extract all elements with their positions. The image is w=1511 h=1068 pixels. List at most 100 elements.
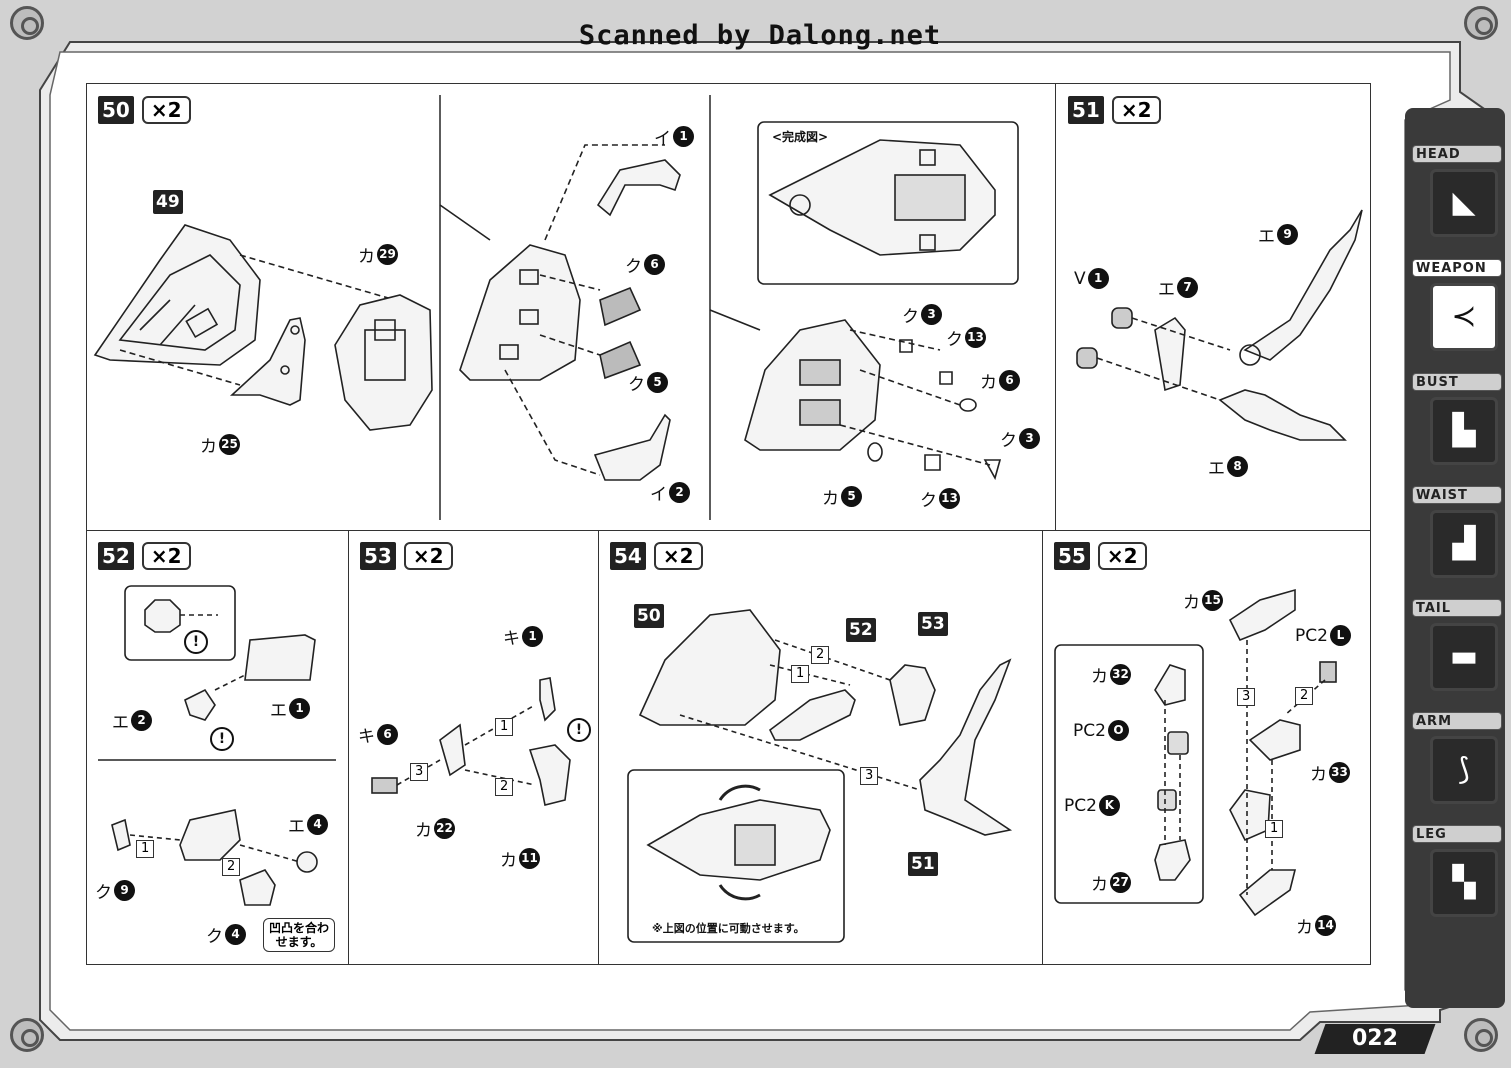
corner-ornament-tl	[10, 6, 44, 40]
nav-tab	[1412, 599, 1502, 617]
nav-item-tail[interactable]: TAIL ▬	[1408, 599, 1506, 705]
step-header-55: 55 ×2	[1054, 542, 1147, 570]
part-shell-middle	[459, 244, 581, 381]
nav-label: WEAPON	[1416, 261, 1487, 276]
movement-note: ※上図の位置に可動させます。	[652, 922, 805, 935]
nav-label: WAIST	[1416, 488, 1468, 503]
step-number: 55	[1054, 542, 1090, 570]
step-multiplier: ×2	[1097, 542, 1147, 570]
part-joint-7	[1154, 316, 1186, 392]
part-handle-2	[593, 413, 671, 481]
bust-icon: ▙	[1430, 397, 1498, 465]
ref-step-51: 51	[908, 852, 938, 876]
nav-label: TAIL	[1416, 601, 1452, 616]
nav-item-arm[interactable]: ARM ⟆	[1408, 712, 1506, 818]
part-grille-5	[599, 340, 642, 380]
ref-step-53: 53	[918, 612, 948, 636]
arm-icon: ⟆	[1430, 736, 1498, 804]
order-marker: 3	[410, 763, 429, 781]
corner-ornament-tr	[1464, 6, 1498, 40]
part-shell-49	[93, 224, 261, 366]
step-header-54: 54 ×2	[610, 542, 703, 570]
part-plate-29	[334, 294, 433, 431]
nav-item-weapon[interactable]: WEAPON ≺	[1408, 259, 1506, 365]
part-frame-25	[229, 317, 306, 406]
step-multiplier: ×2	[1111, 96, 1161, 124]
order-marker: 1	[495, 718, 514, 736]
part-blade-9	[1239, 209, 1363, 366]
detail-inset-55	[1054, 644, 1204, 904]
step-number: 53	[360, 542, 396, 570]
corner-ornament-br	[1464, 1018, 1498, 1052]
nav-item-bust[interactable]: BUST ▙	[1408, 373, 1506, 479]
order-marker: 3	[860, 767, 879, 785]
order-marker: 3	[1237, 688, 1256, 706]
ref-step-49: 49	[153, 190, 183, 214]
part-shell-right	[744, 319, 881, 451]
nav-label: HEAD	[1416, 147, 1461, 162]
head-icon: ◣	[1430, 169, 1498, 237]
order-marker: 1	[136, 840, 155, 858]
step-multiplier: ×2	[141, 542, 191, 570]
nav-item-head[interactable]: HEAD ◣	[1408, 145, 1506, 251]
step-number: 50	[98, 96, 134, 124]
nav-tab	[1412, 373, 1502, 391]
order-marker: 1	[1265, 820, 1284, 838]
nav-tab	[1412, 259, 1502, 277]
corner-ornament-bl	[10, 1018, 44, 1052]
order-marker: 2	[222, 858, 241, 876]
page-number: 022	[1314, 1024, 1436, 1054]
step-header-53: 53 ×2	[360, 542, 453, 570]
step-number: 52	[98, 542, 134, 570]
nav-tab	[1412, 486, 1502, 504]
part-grille-6	[599, 286, 642, 327]
warning-icon: !	[184, 630, 208, 654]
order-marker: 2	[811, 646, 830, 664]
weapon-icon: ≺	[1430, 283, 1498, 351]
warning-icon: !	[210, 727, 234, 751]
tail-icon: ▬	[1430, 623, 1498, 691]
step-header-51: 51 ×2	[1068, 96, 1161, 124]
part-handle-1	[596, 159, 681, 217]
nav-label: ARM	[1416, 714, 1453, 729]
nav-item-leg[interactable]: LEG ▚	[1408, 825, 1506, 931]
scan-credit: Scanned by Dalong.net	[578, 20, 942, 51]
waist-icon: ▟	[1430, 510, 1498, 578]
panel-step-55	[1042, 530, 1371, 965]
ref-step-50: 50	[634, 604, 664, 628]
part-blade-8	[1218, 389, 1347, 441]
nav-item-waist[interactable]: WAIST ▟	[1408, 486, 1506, 592]
completed-view-art	[768, 139, 996, 256]
step-header-50: 50 ×2	[98, 96, 191, 124]
nav-tab	[1412, 145, 1502, 163]
order-marker: 1	[791, 665, 810, 683]
